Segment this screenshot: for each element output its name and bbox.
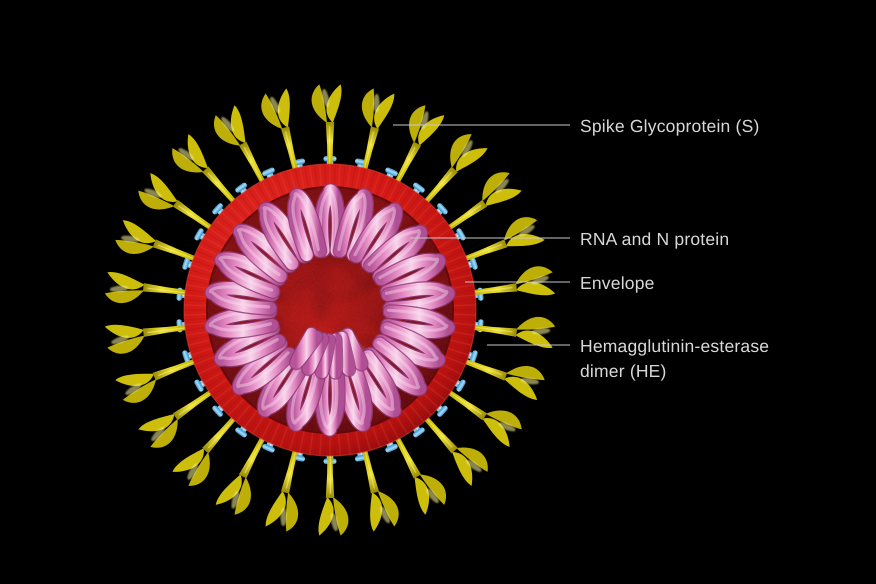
spike-glycoprotein bbox=[172, 407, 245, 486]
callout-label-spike-glycoprotein: Spike Glycoprotein (S) bbox=[580, 116, 760, 136]
rna-strand-loop bbox=[363, 224, 429, 284]
rna-strand-loop bbox=[289, 326, 324, 371]
leader-lines bbox=[393, 124, 570, 346]
callout-label-rna-and-n-protein: RNA and N protein bbox=[580, 229, 730, 249]
rna-strand-loop bbox=[314, 362, 346, 437]
spike-glycoprotein bbox=[104, 321, 199, 354]
spike-protein-layer bbox=[104, 84, 556, 536]
spike-glycoprotein bbox=[172, 134, 245, 213]
rna-strand-loop bbox=[214, 251, 287, 299]
callout-label-envelope: Envelope bbox=[580, 273, 655, 293]
spike-glycoprotein bbox=[261, 88, 303, 182]
rna-strand-loop bbox=[332, 188, 374, 263]
spike-glycoprotein bbox=[138, 382, 222, 448]
rna-strand-loop bbox=[231, 336, 297, 396]
spike-glycoprotein bbox=[357, 88, 395, 182]
rna-strand-loop bbox=[380, 304, 456, 340]
rna-strand-loop bbox=[213, 321, 287, 368]
spike-glycoprotein bbox=[438, 172, 522, 238]
rna-strand-loop bbox=[373, 321, 446, 369]
rna-strand-loop bbox=[363, 336, 428, 397]
rna-strand-loop bbox=[204, 304, 280, 339]
rna-strand-loop bbox=[348, 202, 404, 272]
rna-strand-loop bbox=[286, 357, 328, 432]
rna-strand-loop bbox=[258, 201, 312, 272]
rna-strand-loop bbox=[380, 281, 456, 316]
spike-glycoprotein bbox=[388, 105, 445, 194]
rna-strand-loop bbox=[332, 357, 374, 433]
spike-glycoprotein bbox=[453, 217, 545, 267]
rna-n-protein-layer bbox=[204, 183, 456, 437]
spike-glycoprotein bbox=[415, 134, 488, 213]
rna-strand-loop bbox=[232, 223, 297, 284]
rna-strand-loop bbox=[314, 183, 346, 258]
spike-glycoprotein bbox=[453, 353, 545, 400]
rna-strand-loop bbox=[256, 348, 312, 418]
rna-strand-loop bbox=[373, 252, 447, 299]
spike-glycoprotein bbox=[138, 173, 222, 238]
spike-glycoprotein bbox=[438, 382, 522, 447]
spike-glycoprotein bbox=[265, 438, 303, 532]
rna-strand-loop bbox=[204, 280, 280, 316]
rna-strand-loop bbox=[348, 348, 402, 419]
spike-glycoprotein bbox=[461, 266, 556, 299]
rna-strand-loop bbox=[286, 187, 328, 263]
spike-glycoprotein bbox=[415, 407, 488, 486]
callout-label-hemagglutinin-esterase-dimer: Hemagglutinin-esterase dimer (HE) bbox=[580, 336, 770, 381]
